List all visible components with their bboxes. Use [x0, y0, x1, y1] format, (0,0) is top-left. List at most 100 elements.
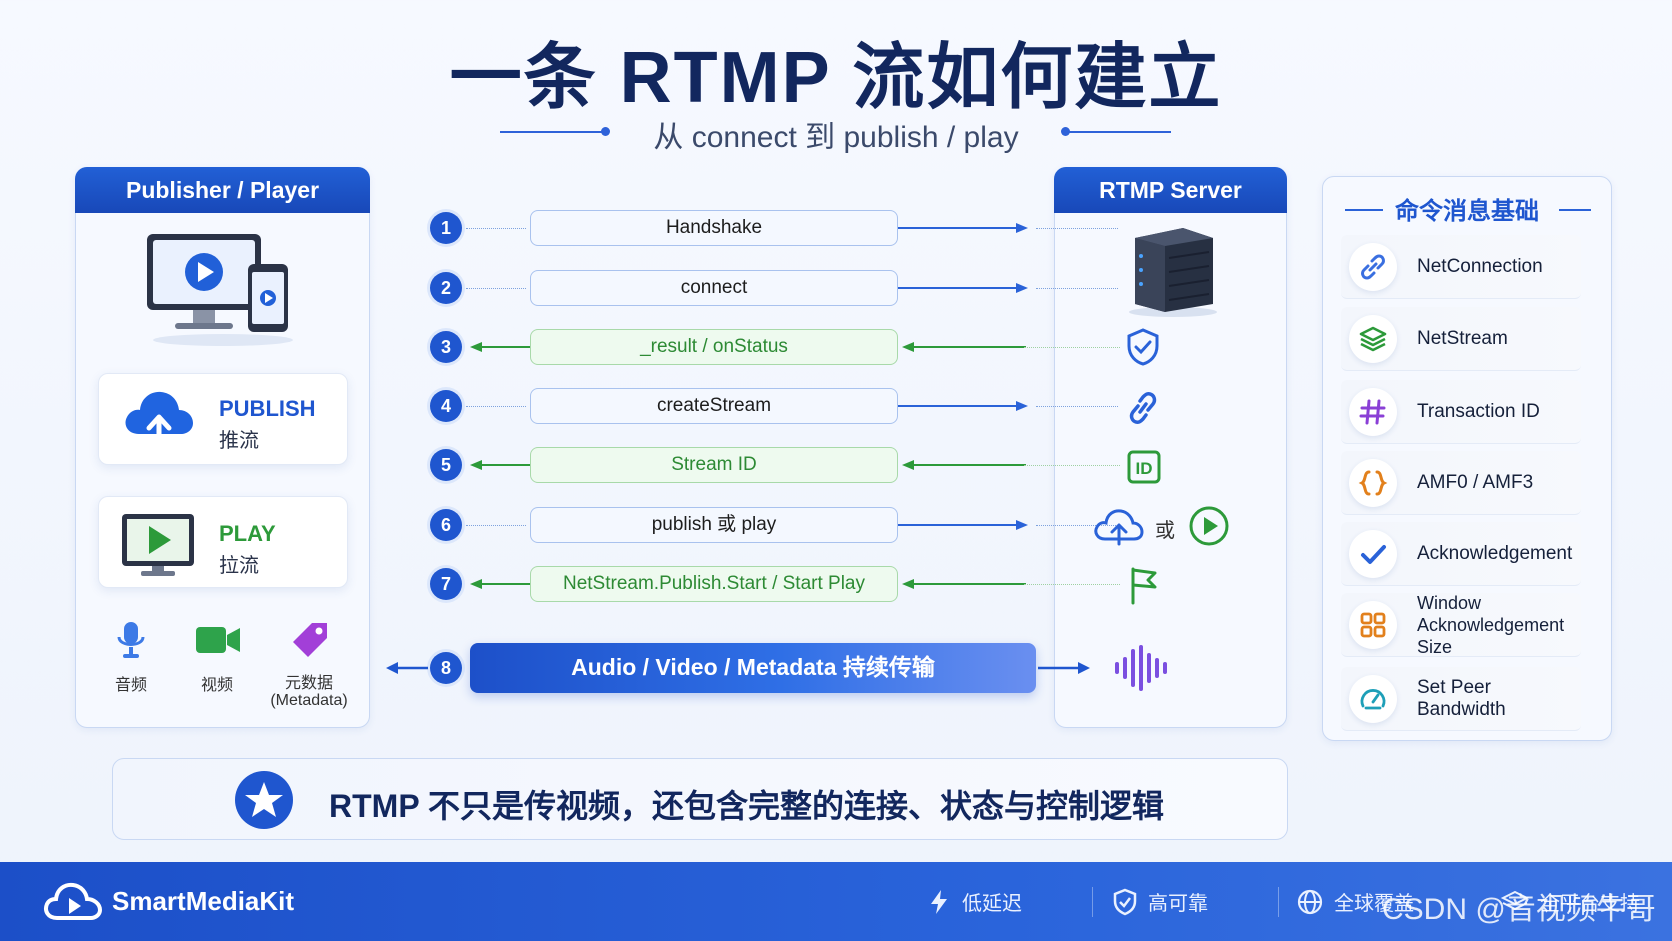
publish-title: PUBLISH [219, 396, 316, 421]
step-number: 5 [430, 449, 462, 481]
globe-icon [1297, 889, 1323, 914]
smartmediakit-logo-icon [44, 882, 103, 920]
command-item: Transaction ID [1341, 380, 1581, 444]
check-icon [1349, 530, 1397, 578]
grid-icon [1349, 601, 1397, 649]
footer-feature-label: 全球覆盖 [1334, 893, 1414, 915]
subtitle-line-left [500, 131, 605, 133]
gauge-icon [1349, 675, 1397, 723]
play-title: PLAY [219, 521, 276, 546]
command-label-text: NetConnection [1417, 256, 1543, 277]
command-item: AMF0 / AMF3 [1341, 451, 1581, 515]
media-metadata-label: 元数据 [284, 675, 333, 692]
media-video-label: 视频 [200, 677, 233, 694]
step-number: 6 [430, 509, 462, 541]
step-message-box: Stream ID [530, 447, 898, 483]
cloud-upload-icon [125, 391, 193, 451]
stream-transfer-bar: Audio / Video / Metadata 持续传输 [470, 643, 1036, 693]
step-number: 8 [430, 652, 462, 684]
step-message-box: publish 或 play [530, 507, 898, 543]
step-connector [466, 525, 526, 526]
step-connector [466, 406, 526, 407]
stream-arrow-left [386, 662, 428, 674]
step-connector [466, 288, 526, 289]
step-message-box: Handshake [530, 210, 898, 246]
command-label: AMF0 / AMF3 [1417, 451, 1533, 515]
step-message-box: NetStream.Publish.Start / Start Play [530, 566, 898, 602]
page-subtitle: 从 connect 到 publish / play [653, 121, 1019, 154]
command-label: NetConnection [1417, 235, 1543, 299]
command-item: NetStream [1341, 307, 1581, 371]
shield-check-icon [1127, 328, 1159, 366]
command-label: Acknowledgement [1417, 522, 1572, 586]
response-arrow [902, 342, 1026, 352]
play-circle-icon [1189, 506, 1229, 546]
footer-feature-label: 高可靠 [1148, 893, 1208, 915]
step-connector [1036, 228, 1118, 229]
footer-feature-platform: 全平台支持 [1500, 862, 1640, 941]
response-arrow [470, 460, 530, 470]
commands-title-line-left [1345, 209, 1383, 211]
command-label: Set Peer Bandwidth [1417, 667, 1581, 731]
step-connector [1024, 465, 1120, 466]
step-connector [1024, 584, 1120, 585]
video-camera-icon [196, 627, 240, 653]
response-arrow [902, 460, 1026, 470]
svg-text:ID: ID [1136, 459, 1153, 478]
summary-text: RTMP 不只是传视频，还包含完整的连接、状态与控制逻辑 [329, 788, 1164, 824]
step-connector [1024, 347, 1120, 348]
command-label-text: AMF0 / AMF3 [1417, 472, 1534, 493]
step-connector [1036, 406, 1118, 407]
command-label-text: Window [1417, 593, 1482, 613]
summary-banner: RTMP 不只是传视频，还包含完整的连接、状态与控制逻辑 [112, 758, 1288, 840]
step-message-box: createStream [530, 388, 898, 424]
step-number: 7 [430, 568, 462, 600]
layers-stack-icon [1500, 890, 1530, 910]
publish-sub: 推流 [219, 430, 259, 452]
braces-icon [1349, 459, 1397, 507]
layers-icon [1349, 315, 1397, 363]
command-label-text: NetStream [1417, 328, 1508, 349]
rtmp-server-header: RTMP Server [1054, 167, 1287, 213]
command-label: Transaction ID [1417, 380, 1540, 444]
watermark: CSDN @音视频牛哥 [1382, 892, 1656, 926]
step-message-box: _result / onStatus [530, 329, 898, 365]
server-icon [1129, 228, 1217, 317]
subtitle-dot-right [1061, 127, 1070, 136]
request-arrow [898, 283, 1028, 293]
step-connector [1036, 525, 1118, 526]
play-sub: 拉流 [219, 555, 259, 577]
subtitle-dot-left [601, 127, 610, 136]
play-card: PLAY 拉流 [98, 496, 348, 588]
devices-icon [147, 234, 293, 346]
footer-feature-reliable: 高可靠 [1112, 862, 1208, 941]
step-number: 1 [430, 212, 462, 244]
command-label-text: Transaction ID [1417, 401, 1540, 422]
monitor-play-icon [122, 514, 194, 576]
commands-title-line-right [1559, 209, 1591, 211]
command-label-text: Acknowledgement [1417, 543, 1573, 564]
response-arrow [902, 579, 1026, 589]
media-metadata-label2: (Metadata) [270, 692, 348, 709]
footer-feature-global: 全球覆盖 [1296, 862, 1414, 941]
tag-icon [293, 623, 327, 657]
page-title: 一条 RTMP 流如何建立 [449, 38, 1223, 118]
command-item: Set Peer Bandwidth [1341, 667, 1581, 731]
audio-waveform-icon [1115, 645, 1167, 691]
command-label: NetStream [1417, 307, 1508, 371]
shield-icon [1113, 888, 1137, 915]
command-label-text: Set Peer Bandwidth [1417, 677, 1506, 720]
footer-divider [1092, 862, 1093, 941]
step-number: 3 [430, 331, 462, 363]
star-icon [235, 771, 293, 829]
step-message-box: connect [530, 270, 898, 306]
command-item: Acknowledgement [1341, 522, 1581, 586]
request-arrow [898, 520, 1028, 530]
subtitle-row: 从 connect 到 publish / play [0, 112, 1672, 154]
link-icon [1349, 243, 1397, 291]
or-label: 或 [1155, 520, 1175, 542]
step-connector [1036, 288, 1118, 289]
hash-icon [1349, 388, 1397, 436]
lightning-icon [931, 889, 947, 914]
